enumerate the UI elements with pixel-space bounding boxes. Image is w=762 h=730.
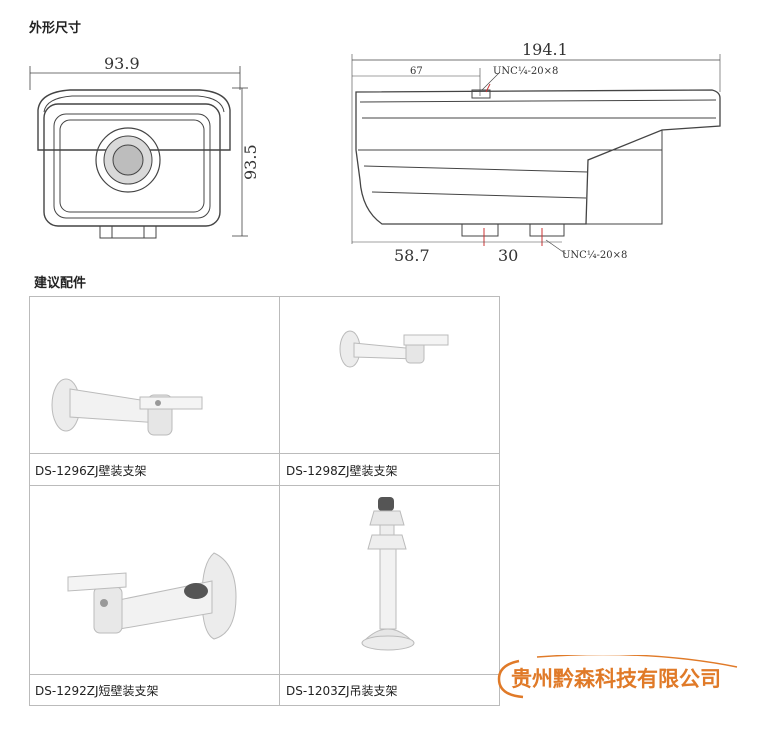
bracket-1296zj-image: [51, 378, 203, 436]
company-watermark: 贵州黔森科技有限公司: [497, 655, 749, 701]
table-rule: [30, 485, 499, 486]
thread-top-label: UNC¼-20×8: [493, 66, 558, 77]
table-divider: [279, 297, 280, 705]
front-view-drawing: [29, 66, 248, 239]
table-rule: [30, 453, 499, 454]
side-view-drawing: [351, 54, 721, 255]
accessory-label: DS-1292ZJ短壁装支架: [35, 684, 159, 698]
thread-bottom-label: UNC¼-20×8: [562, 250, 627, 261]
bracket-1292zj-image: [67, 552, 237, 640]
bottom-mid-label: 30: [498, 246, 518, 265]
front-height-label: 93.5: [241, 144, 260, 180]
bracket-1203zj-image: [361, 497, 415, 651]
bottom-left-label: 58.7: [394, 246, 430, 265]
front-width-label: 93.9: [104, 54, 140, 73]
table-rule: [30, 674, 499, 675]
side-small-label: 67: [410, 66, 423, 77]
watermark-swoosh: [497, 655, 738, 699]
accessory-label: DS-1298ZJ壁装支架: [286, 464, 398, 478]
dimensions-title: 外形尺寸: [29, 21, 82, 36]
watermark-text: 贵州黔森科技有限公司: [511, 667, 721, 691]
accessory-label: DS-1203ZJ吊装支架: [286, 684, 398, 698]
accessories-table: DS-1296ZJ壁装支架 DS-1298ZJ壁装支架 DS-1292ZJ短壁装…: [29, 296, 500, 706]
accessory-label: DS-1296ZJ壁装支架: [35, 464, 147, 478]
dimension-drawings: 93.9 93.5 194.1 67 UNC¼-20×8 UNC¼-20×8 5…: [29, 40, 721, 265]
bracket-1298zj-image: [339, 330, 449, 368]
accessories-title: 建议配件: [34, 276, 87, 291]
side-length-label: 194.1: [522, 40, 568, 59]
